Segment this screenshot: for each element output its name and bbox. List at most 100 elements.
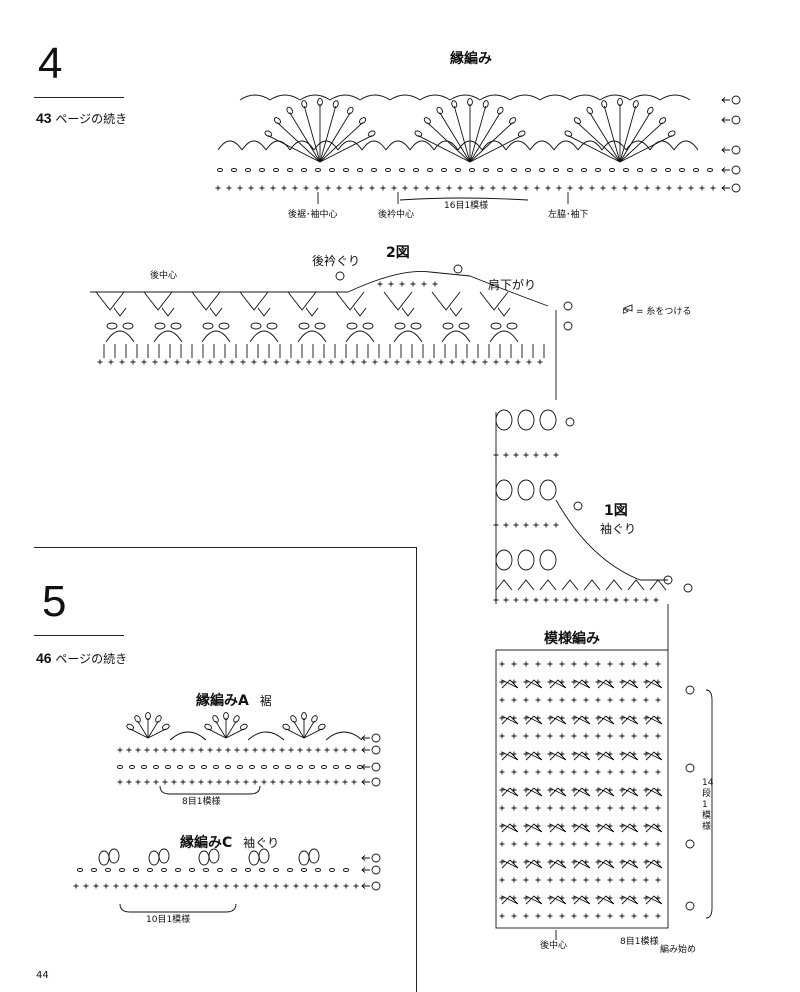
fig1-base-sc [533,597,539,603]
fig1-sc-row [553,522,559,528]
pattern-sc-row [535,805,541,811]
pattern-row-marker [685,839,695,849]
fig1-base-sc [503,597,509,603]
fig2-neck-sc [399,281,405,287]
pattern-sc-row [571,733,577,739]
picot-petal [647,106,654,115]
fig1-sc-row [543,452,549,458]
fig2-loop [442,322,454,330]
edging-row-arrow [721,97,730,103]
pattern-sc-row [619,661,625,667]
edging-base-sc [314,185,320,191]
fig1-shell [495,409,513,431]
section-5-rule [34,635,124,636]
fig2-base-sc [361,359,367,365]
fig2-base-sc [504,359,510,365]
fig2-v-stitch [257,307,271,317]
edging-base-sc [655,185,661,191]
fig2-base-sc [339,359,345,365]
pattern-cross [549,787,567,797]
fig1-base-sc [563,597,569,603]
edging-chain-row [356,168,364,172]
edgingA-base-sc [216,779,222,785]
edgingA-chain [176,765,184,769]
edging-base-sc [611,185,617,191]
edgingA-sc-row [243,747,249,753]
fig2-tri [239,291,269,311]
fig2-base-sc [163,359,169,365]
picot-petal [667,130,676,137]
fig1-sc-row [513,452,519,458]
edgingA-sc-row [351,747,357,753]
section-4-number: 4 [38,39,63,88]
fig2-loop [490,322,502,330]
edging-chain-row [440,168,448,172]
pattern-sc-row [631,733,637,739]
section-5-right-rule [416,547,417,992]
edging-arc-row [481,140,507,151]
picot-petal [223,711,229,721]
pattern-cross [549,895,567,905]
edgingC-row-arrow [361,867,370,873]
edging-fan [418,135,471,163]
edging-chain-row [454,168,462,172]
repeat8-label: 8目1模様 [620,937,659,947]
edging-chain-row [706,168,714,172]
pattern-sc-row [595,769,601,775]
edgingA-sc-row [189,747,195,753]
edgingA-sc-row [153,747,159,753]
label-back-neck-center: 後衿中心 [378,210,415,220]
pattern-cross [573,859,591,869]
pattern-sc-row [535,661,541,667]
pattern-sc-row [571,697,577,703]
pattern-sc-row [511,805,517,811]
pattern-sc-row [559,805,565,811]
edging-base-sc [435,185,441,191]
fig2-neck-sc [421,281,427,287]
pattern-sc-row [619,877,625,883]
fig1-shell [539,409,557,431]
attach-yarn-legend: ⊳= 糸をつける [622,304,691,317]
picot-petal [601,100,608,109]
edging-chain-row [412,168,420,172]
edgingA-fan [225,720,237,739]
edging-chain-row [468,168,476,172]
fig2-base-sc [273,359,279,365]
pattern-sc-row [631,697,637,703]
fig2-shell [153,330,183,343]
edgingC-row-marker [371,853,381,863]
edgingC-picot [248,850,260,866]
edging-top-arc [239,94,271,101]
picot-petal [617,97,623,107]
edging-chain-row [664,168,672,172]
edging-fan [619,106,637,163]
pattern-title: 模様編み [544,631,600,647]
fig2-shell [441,330,471,343]
edgingA-fan [303,728,323,739]
edging-top-arc [329,94,361,101]
edgingA-chain [308,765,316,769]
fig2-base-sc [438,359,444,365]
edging-fan [619,122,663,163]
pattern-sc-row [595,697,601,703]
edgingA-chain [296,765,304,769]
edging-row-marker [731,115,741,125]
pattern-cross [549,679,567,689]
fig2-base-sc [108,359,114,365]
edgingC-chain [216,868,224,872]
edgingC-picot [158,848,170,864]
fig2-v-stitch [161,307,175,317]
page-number: 44 [36,970,49,981]
pattern-row-marker [685,685,695,695]
edgingA-base-sc [297,779,303,785]
pattern-sc-row [511,697,517,703]
fig2-base-sc [372,359,378,365]
edging-base-sc [710,185,716,191]
picot-petal [286,106,293,115]
pattern-sc-row [595,877,601,883]
fig1-shell [539,549,557,571]
fig1-shell [517,409,535,431]
edging-arc-row [505,140,531,151]
fig2-loop [346,322,358,330]
pattern-sc-row [583,661,589,667]
